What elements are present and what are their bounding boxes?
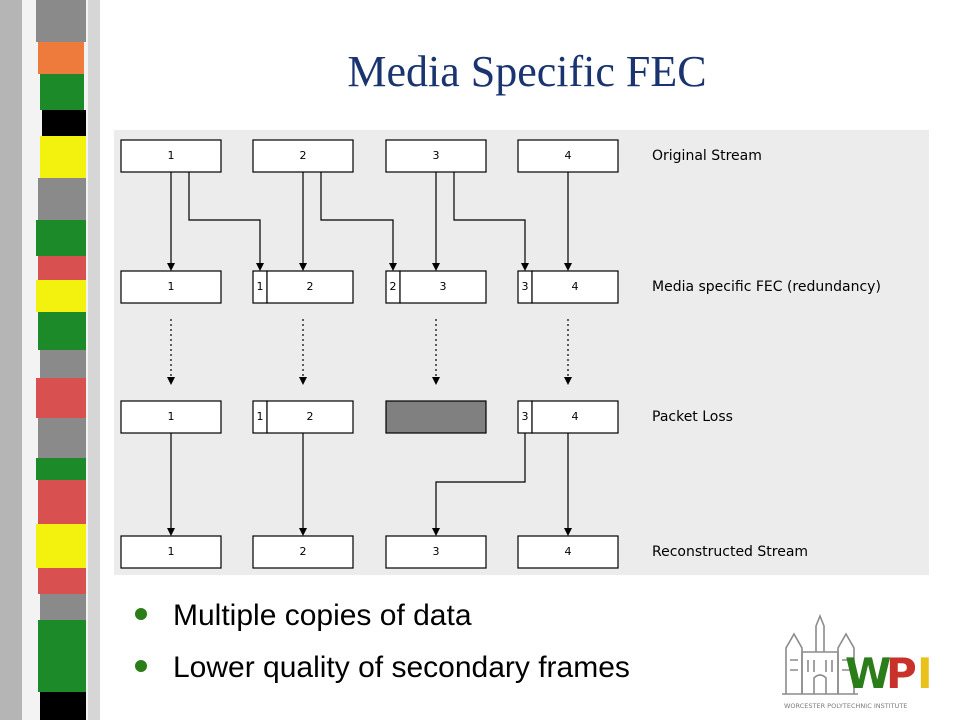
diagram-packets: 1 2 3 4 1 1 2 2 3 3 4 1 1 2 3 4 1 2 3 4	[120, 139, 619, 569]
fec-packet-box	[531, 270, 619, 304]
reconstructed-packet-label: 1	[168, 545, 175, 558]
original-packet-label: 1	[168, 149, 175, 162]
redundant-frame-label: 3	[522, 410, 529, 423]
received-packet-box	[531, 400, 619, 434]
received-packet-label: 4	[572, 410, 579, 423]
bullet-text: Multiple copies of data	[173, 599, 472, 632]
building-illustration	[782, 613, 858, 695]
decorative-color-strip	[0, 0, 100, 720]
reconstructed-packet-label: 4	[565, 545, 572, 558]
original-packet-box	[517, 139, 619, 173]
lost-packet	[385, 400, 487, 434]
reconstructed-packet-box	[120, 535, 222, 569]
fec-packet-box	[120, 270, 222, 304]
received-packet-label: 1	[168, 410, 175, 423]
reconstructed-packet-box	[252, 535, 354, 569]
original-packet-box	[252, 139, 354, 173]
arrow	[188, 172, 264, 271]
reconstructed-packet-label: 3	[433, 545, 440, 558]
arrow	[432, 433, 526, 536]
received-packet-box	[120, 400, 222, 434]
reconstructed-packet-box	[385, 535, 487, 569]
arrow	[320, 172, 397, 271]
fec-packet-label: 3	[440, 280, 447, 293]
logo-letter-w: W	[845, 649, 891, 698]
reconstructed-packet-box	[517, 535, 619, 569]
received-packet-box	[266, 400, 354, 434]
wpi-logo: W P I WORCESTER POLYTECHNIC INSTITUTE	[782, 613, 933, 710]
fec-packet-box	[399, 270, 487, 304]
original-packet-box	[385, 139, 487, 173]
redundant-frame-label: 1	[257, 410, 264, 423]
diagram-arrows	[167, 172, 572, 536]
bullet-item: Multiple copies of data	[135, 590, 630, 642]
bullet-dot	[135, 608, 147, 620]
reconstructed-packet-label: 2	[300, 545, 307, 558]
logo-letter-i: I	[917, 649, 933, 698]
bullet-item: Lower quality of secondary frames	[135, 642, 630, 694]
received-packet-label: 2	[307, 410, 314, 423]
redundant-frame-label: 1	[257, 280, 264, 293]
fec-packet-label: 4	[572, 280, 579, 293]
bullet-list: Multiple copies of data Lower quality of…	[135, 590, 630, 694]
slide-title: Media Specific FEC	[347, 47, 707, 96]
redundant-frame-label: 2	[390, 280, 397, 293]
bullet-dot	[135, 660, 147, 672]
logo-tagline: WORCESTER POLYTECHNIC INSTITUTE	[784, 702, 907, 710]
row-label-packet-loss: Packet Loss	[652, 409, 733, 425]
row-label-reconstructed: Reconstructed Stream	[652, 544, 808, 560]
original-packet-label: 4	[565, 149, 572, 162]
original-packet-label: 2	[300, 149, 307, 162]
diagram-background	[114, 130, 929, 575]
row-label-fec: Media specific FEC (redundancy)	[652, 279, 881, 295]
original-packet-box	[120, 139, 222, 173]
fec-diagram: 1 2 3 4 1 1 2 2 3 3 4 1 1 2 3 4 1 2 3 4 Original StreamMedi…	[114, 130, 929, 575]
bullet-text: Lower quality of secondary frames	[173, 651, 630, 684]
fec-packet-label: 1	[168, 280, 175, 293]
original-packet-label: 3	[433, 149, 440, 162]
arrow	[453, 172, 529, 271]
row-label-original: Original Stream	[652, 148, 762, 164]
logo-letter-p: P	[886, 649, 917, 698]
fec-packet-box	[266, 270, 354, 304]
fec-packet-label: 2	[307, 280, 314, 293]
redundant-frame-label: 3	[522, 280, 529, 293]
